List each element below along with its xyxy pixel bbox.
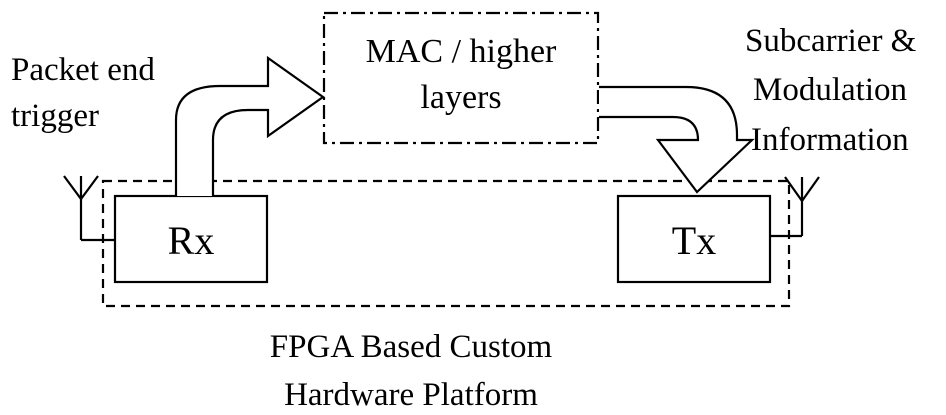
platform-caption-line2: Hardware Platform [284,377,538,413]
tx-block [616,194,772,284]
subcarrier-note-line3: Information [751,122,909,158]
trigger-note-line1: Packet end [11,52,155,88]
mac-label-line2: layers [420,79,501,116]
trigger-note-line2: trigger [11,98,99,134]
subcarrier-note-line1: Subcarrier & [745,23,917,59]
rx-label: Rx [168,218,215,263]
mac-label-line1: MAC / higher [366,33,557,70]
subcarrier-note-line2: Modulation [753,72,907,108]
mac-layer-box [322,11,600,145]
tx-antenna-icon [770,176,820,238]
rx-block [113,194,269,284]
rx-to-mac-arrow [174,55,325,196]
mac-to-tx-arrow [599,85,755,194]
platform-caption-line1: FPGA Based Custom [270,329,553,365]
tx-label: Tx [672,218,716,263]
rx-antenna-icon [63,175,115,242]
